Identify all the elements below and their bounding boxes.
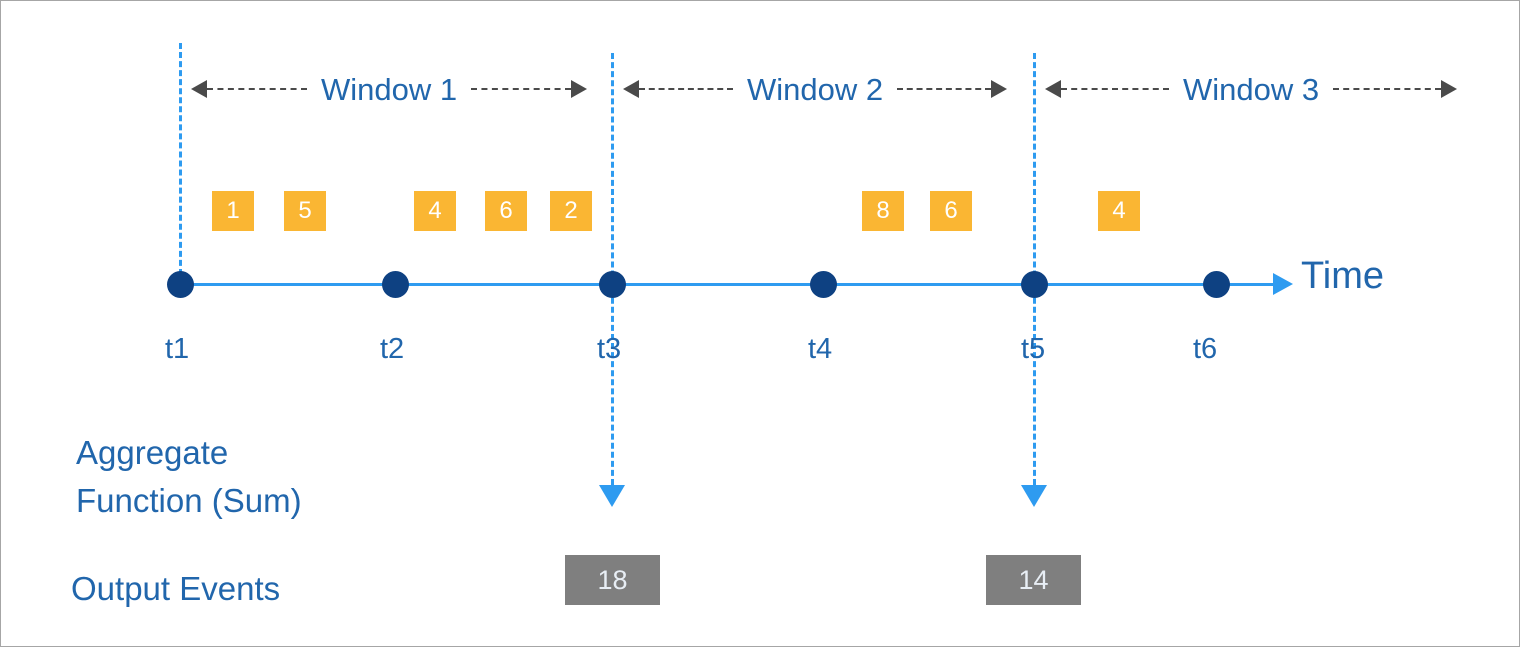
event-box: 1 — [212, 191, 254, 231]
dash-segment — [897, 88, 992, 90]
arrow-left-icon — [623, 80, 639, 98]
timeline-dot-t1 — [167, 271, 194, 298]
output-arrow-icon-t5 — [1021, 485, 1047, 507]
tick-label-t1: t1 — [165, 333, 190, 365]
output-event-box-t5: 14 — [986, 555, 1081, 605]
arrow-left-icon — [191, 80, 207, 98]
window-span-3: Window 3 — [1045, 74, 1479, 105]
arrow-left-icon — [1045, 80, 1061, 98]
dash-segment — [1061, 88, 1169, 90]
dash-segment — [1333, 88, 1442, 90]
dash-segment — [471, 88, 572, 90]
arrow-right-icon — [991, 80, 1008, 98]
window-boundary-line-t3 — [611, 53, 614, 485]
output-event-box-t3: 18 — [565, 555, 660, 605]
output-events-label: Output Events — [71, 570, 281, 607]
output-arrow-icon-t3 — [599, 485, 625, 507]
window-boundary-line-t1 — [179, 43, 182, 284]
event-box: 5 — [284, 191, 326, 231]
event-box: 6 — [485, 191, 527, 231]
window-label-3: Window 3 — [1183, 71, 1320, 107]
tick-label-t5: t5 — [1021, 333, 1046, 365]
window-label-2: Window 2 — [747, 71, 884, 107]
window-span-2: Window 2 — [623, 74, 1023, 105]
tick-label-t3: t3 — [597, 333, 622, 365]
dash-segment — [639, 88, 733, 90]
timeline-dot-t2 — [382, 271, 409, 298]
window-label-1: Window 1 — [321, 71, 458, 107]
event-box: 8 — [862, 191, 904, 231]
event-box: 2 — [550, 191, 592, 231]
arrow-right-icon — [1441, 80, 1458, 98]
event-box: 6 — [930, 191, 972, 231]
timeline-dot-t4 — [810, 271, 837, 298]
timeline-dot-t5 — [1021, 271, 1048, 298]
aggregate-function-label: Aggregate Function (Sum) — [76, 434, 302, 519]
time-axis-line — [180, 283, 1280, 286]
tick-label-t2: t2 — [380, 333, 405, 365]
arrow-right-icon — [571, 80, 588, 98]
window-span-1: Window 1 — [191, 74, 603, 105]
event-box: 4 — [1098, 191, 1140, 231]
dash-segment — [207, 88, 307, 90]
time-axis-label: Time — [1301, 255, 1385, 297]
timeline-dot-t6 — [1203, 271, 1230, 298]
event-box: 4 — [414, 191, 456, 231]
time-axis-arrow-icon — [1273, 273, 1293, 295]
tick-label-t4: t4 — [808, 333, 833, 365]
window-boundary-line-t5 — [1033, 53, 1036, 485]
tick-label-t6: t6 — [1193, 333, 1218, 365]
timeline-dot-t3 — [599, 271, 626, 298]
